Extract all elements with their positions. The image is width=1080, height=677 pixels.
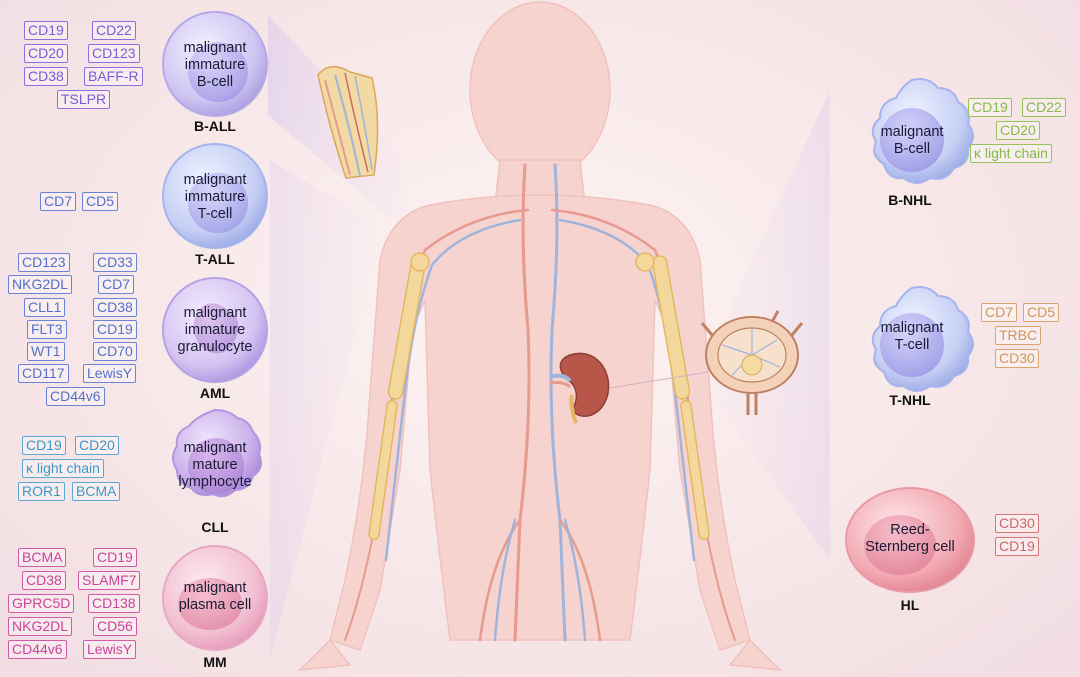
cell-line: immature bbox=[184, 189, 246, 205]
disease-label-aml: AML bbox=[199, 385, 231, 401]
cell-line: granulocyte bbox=[177, 339, 253, 355]
cell-b-nhl bbox=[871, 78, 974, 184]
cell-line: Sternberg cell bbox=[865, 539, 955, 555]
marker-tag: CD123 bbox=[88, 44, 140, 63]
marker-tag: BAFF-R bbox=[84, 67, 143, 86]
cell-label-mm: malignant plasma cell bbox=[160, 580, 270, 614]
cell-line: T-cell bbox=[894, 337, 930, 353]
cell-aml bbox=[162, 277, 268, 383]
cell-label-t-all: malignant immature T-cell bbox=[165, 172, 265, 223]
marker-tag: CD19 bbox=[93, 320, 137, 339]
cell-line: immature bbox=[184, 57, 246, 73]
disease-label-t-all: T-ALL bbox=[195, 251, 235, 267]
marker-tag: CD30 bbox=[995, 349, 1039, 368]
cell-line: immature bbox=[184, 322, 246, 338]
marker-tag: LewisY bbox=[83, 640, 137, 659]
kidney bbox=[549, 352, 610, 424]
marker-tag: CD7 bbox=[40, 192, 77, 211]
disease-label-cll: CLL bbox=[201, 519, 229, 535]
cell-label-t-nhl: malignant T-cell bbox=[862, 320, 962, 354]
disease-label-t-nhl: T-NHL bbox=[889, 392, 931, 408]
cell-hl bbox=[845, 487, 975, 593]
marker-tag: CD38 bbox=[24, 67, 68, 86]
marker-tag: CD7 bbox=[98, 275, 135, 294]
marker-tag: ROR1 bbox=[18, 482, 65, 501]
marker-tag: CD138 bbox=[88, 594, 140, 613]
cell-b-all bbox=[162, 11, 268, 117]
marker-tag: CD22 bbox=[1022, 98, 1066, 117]
marker-tag: TSLPR bbox=[57, 90, 111, 109]
cell-cll bbox=[172, 408, 262, 498]
marker-tag: CD44v6 bbox=[8, 640, 67, 659]
marker-tag: CD5 bbox=[82, 192, 119, 211]
marker-tag: CD44v6 bbox=[46, 387, 105, 406]
marker-tag: CD117 bbox=[18, 364, 69, 383]
cell-line: Reed- bbox=[890, 522, 930, 538]
marker-tag: CD19 bbox=[93, 548, 137, 567]
marker-tag: SLAMF7 bbox=[78, 571, 141, 590]
marker-tag: CD20 bbox=[996, 121, 1040, 140]
marker-tag: CD22 bbox=[92, 21, 136, 40]
cell-t-all bbox=[162, 143, 268, 249]
marker-tag: LewisY bbox=[83, 364, 137, 383]
marker-tag: CD20 bbox=[75, 436, 119, 455]
disease-label-mm: MM bbox=[203, 654, 227, 670]
marker-tag: CD20 bbox=[24, 44, 68, 63]
marker-tag: CD56 bbox=[93, 617, 137, 636]
disease-label-b-nhl: B-NHL bbox=[888, 192, 932, 208]
marker-tag: NKG2DL bbox=[8, 275, 73, 294]
cell-line: lymphocyte bbox=[178, 474, 252, 490]
cell-line: B-cell bbox=[196, 74, 234, 90]
cell-label-b-nhl: malignant B-cell bbox=[862, 124, 962, 158]
cell-t-nhl bbox=[871, 286, 974, 392]
disease-label-hl: HL bbox=[900, 597, 920, 613]
marker-tag: CD19 bbox=[24, 21, 68, 40]
marker-tag: CD70 bbox=[93, 342, 137, 361]
lymph-node-section bbox=[700, 310, 804, 415]
marker-tag: CD19 bbox=[968, 98, 1012, 117]
cell-label-cll: malignant mature lymphocyte bbox=[160, 440, 270, 491]
marker-tag: CD33 bbox=[93, 253, 137, 272]
disease-label-b-all: B-ALL bbox=[194, 118, 236, 134]
cell-line: B-cell bbox=[893, 141, 931, 157]
marker-tag: TRBC bbox=[995, 326, 1042, 345]
marker-tag: BCMA bbox=[18, 548, 67, 567]
marker-tag: CD30 bbox=[995, 514, 1039, 533]
marker-tag: CD7 bbox=[981, 303, 1018, 322]
cell-line: plasma cell bbox=[178, 597, 252, 613]
cell-line: T-cell bbox=[197, 206, 233, 222]
marker-tag: CD19 bbox=[22, 436, 66, 455]
cell-line: mature bbox=[192, 457, 238, 473]
cell-line: malignant bbox=[880, 320, 944, 336]
marker-tag: κ light chain bbox=[970, 144, 1052, 163]
bone-marrow-section bbox=[317, 66, 379, 179]
marker-tag: CD5 bbox=[1023, 303, 1060, 322]
cell-label-b-all: malignant immature B-cell bbox=[165, 40, 265, 91]
cell-mm bbox=[162, 545, 268, 651]
cell-line: malignant bbox=[183, 40, 247, 56]
marker-tag: CD38 bbox=[22, 571, 66, 590]
cell-line: malignant bbox=[183, 440, 247, 456]
cell-line: malignant bbox=[183, 305, 247, 321]
marker-tag: BCMA bbox=[72, 482, 121, 501]
cell-line: malignant bbox=[183, 172, 247, 188]
cell-line: malignant bbox=[183, 580, 247, 596]
body-silhouette bbox=[297, 1, 783, 671]
marker-tag: CD38 bbox=[93, 298, 137, 317]
arm-bones bbox=[368, 252, 710, 541]
marker-tag: FLT3 bbox=[27, 320, 67, 339]
marker-tag: κ light chain bbox=[22, 459, 104, 478]
marker-tag: CD19 bbox=[995, 537, 1039, 556]
marker-tag: WT1 bbox=[27, 342, 65, 361]
marker-tag: CD123 bbox=[18, 253, 70, 272]
cell-label-hl: Reed- Sternberg cell bbox=[845, 522, 975, 556]
marker-tag: NKG2DL bbox=[8, 617, 73, 636]
marker-tag: CLL1 bbox=[24, 298, 66, 317]
cell-label-aml: malignant immature granulocyte bbox=[160, 305, 270, 356]
cell-line: malignant bbox=[880, 124, 944, 140]
marker-tag: GPRC5D bbox=[8, 594, 75, 613]
